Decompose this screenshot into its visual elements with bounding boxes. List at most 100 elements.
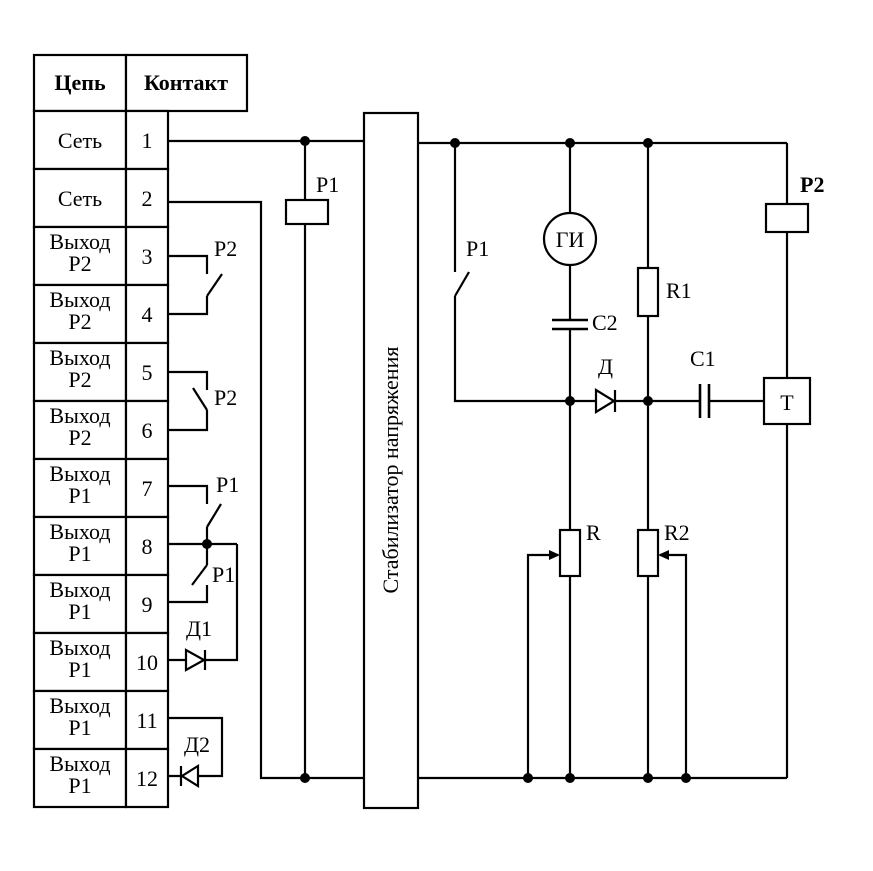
- r2-label: R2: [664, 520, 690, 545]
- junction-gi-top: [565, 138, 575, 148]
- contact-wiring: Р2 Р2 Р1 Р1 Д1 Д2: [168, 236, 239, 788]
- voltage-stabilizer: Стабилизатор напряжения: [362, 111, 420, 810]
- table-row-circuit-label: Р1: [68, 773, 91, 798]
- table-row-contact-number: 8: [142, 534, 153, 559]
- table-row-contact-number: 9: [142, 592, 153, 617]
- wire-contact-3: [168, 254, 209, 274]
- p1-switch-lower-label: Р1: [212, 562, 235, 587]
- table-row-circuit-label: Выход: [49, 403, 110, 428]
- wire-contact-7: [168, 484, 209, 504]
- wiper-r-arrow-icon: [549, 550, 560, 560]
- potentiometer-r2: [636, 528, 660, 578]
- table-row-circuit-cell: [32, 573, 128, 635]
- table-row-circuit-label: Р2: [68, 309, 91, 334]
- junction-r-wiper: [523, 773, 533, 783]
- junction-contact-8: [202, 539, 212, 549]
- junction-c1-left: [643, 396, 653, 406]
- table-row-circuit-cell: [32, 283, 128, 345]
- block-t-label: Т: [780, 390, 794, 415]
- junction-r-bottom: [565, 773, 575, 783]
- table-row-contact-number: 5: [142, 360, 153, 385]
- table-row-contact-cell: [124, 283, 170, 345]
- table-row-contact-cell: [124, 167, 170, 229]
- d1-diode-icon: [184, 648, 207, 672]
- table-row-circuit-cell: [32, 399, 128, 461]
- table-row-contact-number: 2: [142, 186, 153, 211]
- mains-section: Р1: [168, 136, 364, 783]
- table-header-contact-cell: [124, 53, 249, 113]
- wire-contact-4: [168, 296, 209, 316]
- table-row-contact-cell: [124, 689, 170, 751]
- table-row-circuit-label: Р2: [68, 425, 91, 450]
- c1-label: С1: [690, 346, 716, 371]
- table-row-circuit-label: Р1: [68, 715, 91, 740]
- junction-r1-top: [643, 138, 653, 148]
- wiper-r2: [660, 553, 688, 778]
- wiper-r2-arrow-icon: [658, 550, 669, 560]
- r-label: R: [586, 520, 601, 545]
- table-row-contact-number: 7: [142, 476, 153, 501]
- wire-p1-switch-bottom: [453, 296, 570, 403]
- table-row-contact-number: 4: [142, 302, 153, 327]
- table-row-contact-number: 1: [142, 128, 153, 153]
- p1-switch-lower: [191, 564, 208, 586]
- table-row-circuit-label: Выход: [49, 345, 110, 370]
- generator-gi-label: ГИ: [556, 227, 585, 252]
- p1-switch-upper: [206, 503, 222, 528]
- wire-contact-6: [168, 410, 209, 432]
- p1-switch-upper-label: Р1: [216, 472, 239, 497]
- table-row-circuit-label: Выход: [49, 577, 110, 602]
- table-header-circuit: Цепь: [54, 70, 106, 95]
- d1-label: Д1: [186, 616, 212, 641]
- p2-switch-lower-label: Р2: [214, 385, 237, 410]
- relay-p1-coil: [284, 198, 330, 226]
- p1-switch: [454, 271, 470, 297]
- d2-diode-icon: [179, 764, 200, 788]
- table-header-circuit-cell: [32, 53, 128, 113]
- table-row-circuit-label: Р1: [68, 599, 91, 624]
- junction-r2-wiper: [681, 773, 691, 783]
- table-row-contact-cell: [124, 747, 170, 809]
- p2-switch-upper: [206, 273, 223, 297]
- table-row-circuit-label: Р1: [68, 541, 91, 566]
- table-row-circuit-label: Сеть: [58, 128, 102, 153]
- table-row-contact-cell: [124, 341, 170, 403]
- table-row-circuit-label: Выход: [49, 693, 110, 718]
- stabilizer-label: Стабилизатор напряжения: [378, 347, 403, 594]
- table-row-circuit-label: Выход: [49, 229, 110, 254]
- d2-label: Д2: [184, 732, 210, 757]
- diode-d-label: Д: [598, 354, 613, 379]
- table-row-contact-number: 12: [136, 766, 158, 791]
- table-header-contact: Контакт: [144, 70, 228, 95]
- table-row-circuit-label: Выход: [49, 751, 110, 776]
- table-row-circuit-label: Выход: [49, 635, 110, 660]
- table-row-circuit-label: Р2: [68, 251, 91, 276]
- table-row-circuit-cell: [32, 515, 128, 577]
- potentiometer-r: [558, 528, 582, 578]
- junction-p1-switch: [450, 138, 460, 148]
- r1-label: R1: [666, 278, 692, 303]
- p2-switch-lower: [192, 387, 208, 411]
- c2-label: С2: [592, 310, 618, 335]
- diode-d-icon: [594, 388, 617, 414]
- table-row-circuit-label: Р1: [68, 657, 91, 682]
- p2-coil-label: Р2: [800, 172, 824, 197]
- table-row-contact-cell: [124, 225, 170, 287]
- table-row-circuit-label: Выход: [49, 287, 110, 312]
- control-circuit: Р1 ГИ С2 Д R1 С1 Р2 Т: [418, 138, 824, 783]
- junction-p1-top: [300, 136, 310, 146]
- table-row-contact-cell: [124, 631, 170, 693]
- p1-switch-label: Р1: [466, 236, 489, 261]
- table-row-contact-cell: [124, 515, 170, 577]
- stabilizer-block: [362, 111, 420, 810]
- wire-contact-9: [168, 585, 209, 604]
- p2-switch-upper-label: Р2: [214, 236, 237, 261]
- table-row-circuit-label: Р2: [68, 367, 91, 392]
- table-row-circuit-label: Р1: [68, 483, 91, 508]
- wire-mains-2: [168, 200, 364, 780]
- junction-r2-bottom: [643, 773, 653, 783]
- table-row-circuit-label: Выход: [49, 461, 110, 486]
- table-row-circuit-label: Выход: [49, 519, 110, 544]
- wire-contact-5: [168, 370, 209, 390]
